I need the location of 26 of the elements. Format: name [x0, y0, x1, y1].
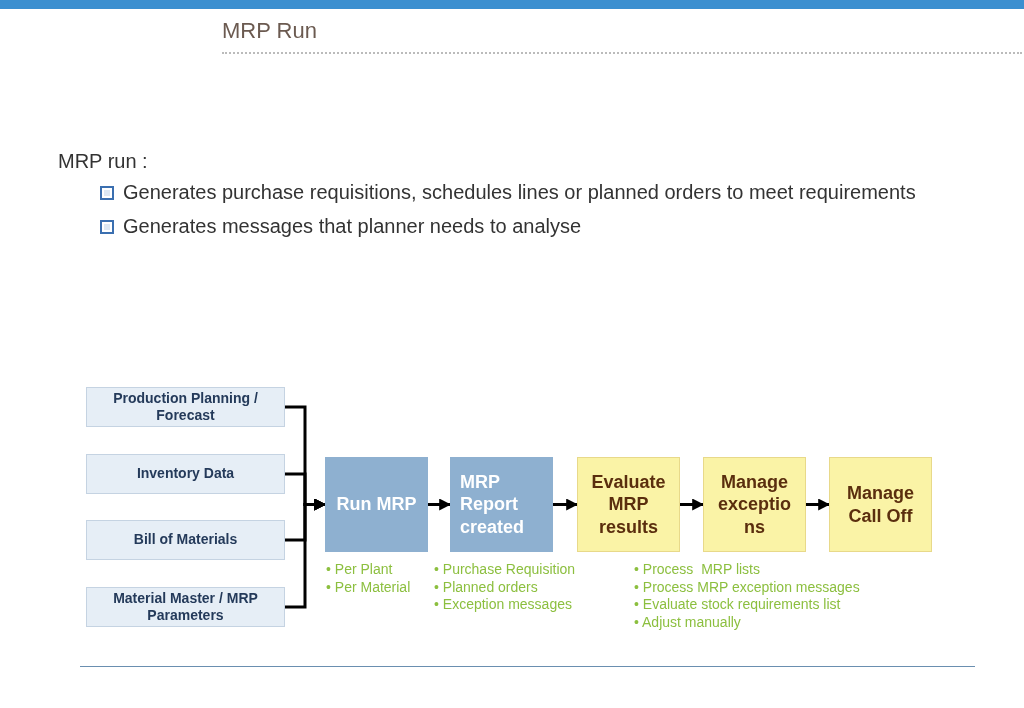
process-box: Inventory Data [86, 454, 285, 494]
bullet-text: • Planned orders [434, 578, 539, 596]
connector-arrow [553, 498, 579, 511]
bullet-text: • Process MRP lists [634, 561, 761, 579]
connector-arrow [806, 498, 831, 511]
bullet-text: • Evaluate stock requirements list [634, 596, 842, 614]
bullet-text: • Per Material [326, 578, 411, 596]
connector-arrow [680, 498, 705, 511]
bullet-text: • Purchase Requisition [434, 561, 576, 579]
process-box: Material Master / MRP Parameters [86, 587, 285, 627]
process-box: Production Planning / Forecast [86, 387, 285, 427]
process-box: Manage exceptions [703, 457, 806, 552]
bullet-text: • Process MRP exception messages [634, 578, 860, 596]
process-box: MRP Report created [450, 457, 553, 552]
process-box: Evaluate MRP results [577, 457, 680, 552]
process-box: Manage Call Off [829, 457, 932, 552]
bullet-text: • Adjust manually [634, 613, 742, 631]
bullet-text: • Per Plant [326, 561, 394, 579]
connector-arrow [428, 498, 452, 511]
intro-text: MRP run : [58, 150, 148, 173]
bullet-text: • Exception messages [434, 596, 573, 614]
process-box: Run MRP [325, 457, 428, 552]
page-title: MRP Run [222, 18, 317, 44]
bullet-text: Generates purchase requisitions, schedules lines or planned orders to meet requirements [123, 181, 916, 204]
bullet-text: Generates messages that planner needs to analyse [123, 215, 582, 238]
process-box: Bill of Materials [86, 520, 285, 560]
